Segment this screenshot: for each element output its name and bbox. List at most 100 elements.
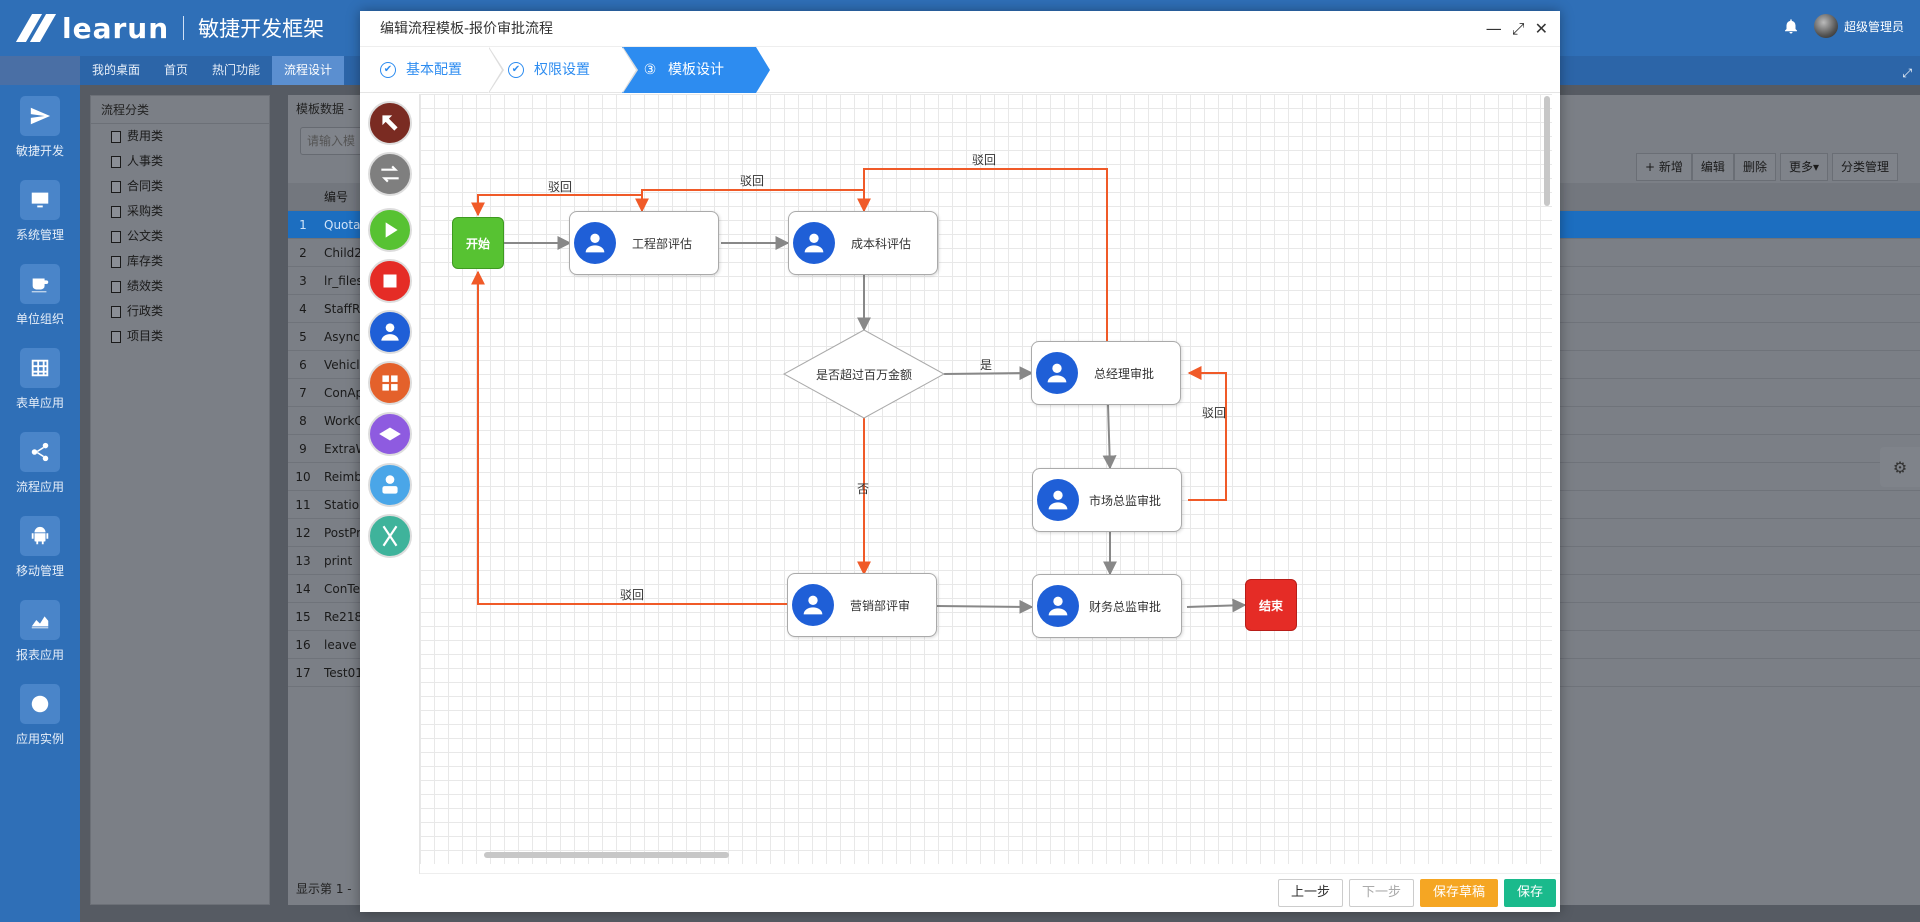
vertical-scrollbar[interactable] (1544, 96, 1550, 206)
minimize-icon[interactable]: — (1485, 19, 1502, 38)
node-sales-review[interactable]: 营销部评审 (787, 573, 937, 637)
row-code: ExtraW (324, 441, 368, 456)
row-code: Re218 (324, 609, 363, 624)
chart-icon (20, 599, 60, 640)
node-market-approve[interactable]: 市场总监审批 (1032, 468, 1182, 532)
row-code: ConTe (324, 581, 360, 596)
start-node[interactable]: 开始 (452, 217, 504, 269)
check-icon: ✔ (508, 62, 524, 78)
modal-footer: 上一步 下一步 保存草稿 保存 (360, 874, 1560, 912)
condition-tool-icon[interactable] (367, 412, 412, 456)
edge-gm-reject (857, 168, 1108, 341)
user-icon (793, 222, 835, 264)
row-code: Child2 (324, 245, 362, 260)
file-icon (111, 305, 121, 318)
category-item[interactable]: 人事类 (91, 149, 269, 174)
user-node-tool-icon[interactable] (367, 310, 412, 354)
sidebar-item-mobile[interactable]: 移动管理 (0, 505, 80, 589)
countersign-tool-icon[interactable] (367, 463, 412, 507)
row-code: leave (324, 637, 357, 652)
node-eng-eval[interactable]: 工程部评估 (569, 211, 719, 275)
sidebar-item-dev[interactable]: 敏捷开发 (0, 85, 80, 169)
row-index: 1 (299, 217, 307, 232)
category-item[interactable]: 库存类 (91, 249, 269, 274)
connector-tool-icon[interactable] (367, 152, 412, 196)
gear-icon[interactable]: ⚙ (1880, 447, 1920, 487)
delete-button[interactable]: 删除 (1733, 153, 1776, 181)
category-item[interactable]: 合同类 (91, 174, 269, 199)
file-icon (111, 230, 121, 243)
edit-button[interactable]: 编辑 (1691, 153, 1734, 181)
horizontal-scrollbar[interactable] (484, 852, 729, 858)
avatar[interactable] (1813, 14, 1838, 38)
prev-button[interactable]: 上一步 (1277, 879, 1343, 907)
file-icon (111, 330, 121, 343)
sidebar-item-flow[interactable]: 流程应用 (0, 421, 80, 505)
node-cost-eval[interactable]: 成本科评估 (788, 211, 938, 275)
end-node[interactable]: 结束 (1245, 579, 1297, 631)
edge-market-reject (1187, 366, 1227, 501)
category-item[interactable]: 采购类 (91, 199, 269, 224)
grid-icon (20, 347, 60, 388)
sidebar-item-demo[interactable]: 应用实例 (0, 673, 80, 757)
row-index: 14 (295, 581, 311, 596)
step-basic[interactable]: ✔基本配置 (360, 47, 504, 93)
file-icon (111, 255, 121, 268)
row-index: 2 (299, 245, 307, 260)
edge-finance-end (1186, 598, 1247, 613)
category-panel: 流程分类 费用类 人事类 合同类 采购类 公文类 库存类 绩效类 行政类 项目类 (90, 95, 270, 905)
pointer-tool-icon[interactable] (367, 101, 412, 145)
step-permission[interactable]: ✔权限设置 (488, 47, 638, 93)
add-button[interactable]: + 新增 (1636, 153, 1692, 181)
sidebar-item-form[interactable]: 表单应用 (0, 337, 80, 421)
fullscreen-icon[interactable]: ⤢ (1902, 66, 1912, 80)
category-item[interactable]: 费用类 (91, 124, 269, 149)
start-node-tool-icon[interactable] (367, 208, 412, 252)
row-index: 17 (295, 665, 311, 680)
category-item[interactable]: 绩效类 (91, 274, 269, 299)
decision-diamond (782, 329, 946, 419)
end-node-tool-icon[interactable] (367, 259, 412, 303)
node-gm-approve[interactable]: 总经理审批 (1031, 341, 1181, 405)
decision-label[interactable]: 是否超过百万金额 (815, 368, 912, 382)
row-index: 6 (299, 357, 307, 372)
merge-tool-icon[interactable] (367, 514, 412, 558)
tab-home[interactable]: 首页 (164, 63, 189, 77)
tab-flow-design[interactable]: 流程设计 (272, 56, 345, 85)
sidebar-item-system[interactable]: 系统管理 (0, 169, 80, 253)
sidebar-item-report[interactable]: 报表应用 (0, 589, 80, 673)
monitor-icon (20, 179, 60, 220)
list-toolbar: + 新增 编辑 删除 更多▾ 分类管理 (1636, 153, 1898, 181)
tab-desktop[interactable]: 我的桌面 (92, 63, 141, 77)
tab-hot[interactable]: 热门功能 (212, 63, 261, 77)
edge-label-reject: 驳回 (548, 180, 573, 194)
subflow-tool-icon[interactable] (367, 361, 412, 405)
category-manage-button[interactable]: 分类管理 (1831, 153, 1898, 181)
file-icon (111, 280, 121, 293)
row-code: lr_files_ (324, 273, 369, 288)
maximize-icon[interactable]: ⤢ (1511, 19, 1525, 38)
user-icon (574, 222, 616, 264)
category-item[interactable]: 项目类 (91, 324, 269, 349)
category-item[interactable]: 公文类 (91, 224, 269, 249)
sidebar: 敏捷开发 系统管理 单位组织 表单应用 流程应用 移动管理 报表应用 应用实例 (0, 85, 80, 922)
save-button[interactable]: 保存 (1503, 879, 1556, 907)
bell-icon[interactable] (1782, 17, 1800, 35)
close-icon[interactable]: ✕ (1534, 19, 1548, 38)
globe-icon (20, 683, 60, 724)
user-name[interactable]: 超级管理员 (1843, 19, 1904, 34)
save-draft-button[interactable]: 保存草稿 (1419, 879, 1498, 907)
edge-label-reject: 驳回 (1202, 406, 1227, 420)
more-button[interactable]: 更多▾ (1779, 153, 1828, 181)
user-area[interactable]: 超级管理员 (1782, 14, 1904, 38)
next-button[interactable]: 下一步 (1348, 879, 1414, 907)
flow-canvas[interactable]: 开始 工程部评估 成本科评估 是否超过百万金额 总经理审批 市场总监审批 营销部… (420, 94, 1552, 864)
sidebar-item-org[interactable]: 单位组织 (0, 253, 80, 337)
file-icon (111, 180, 121, 193)
node-finance-approve[interactable]: 财务总监审批 (1032, 574, 1182, 638)
row-code: Station (324, 497, 367, 512)
paper-plane-icon (20, 95, 60, 136)
category-item[interactable]: 行政类 (91, 299, 269, 324)
edge-label-no: 否 (857, 482, 870, 496)
